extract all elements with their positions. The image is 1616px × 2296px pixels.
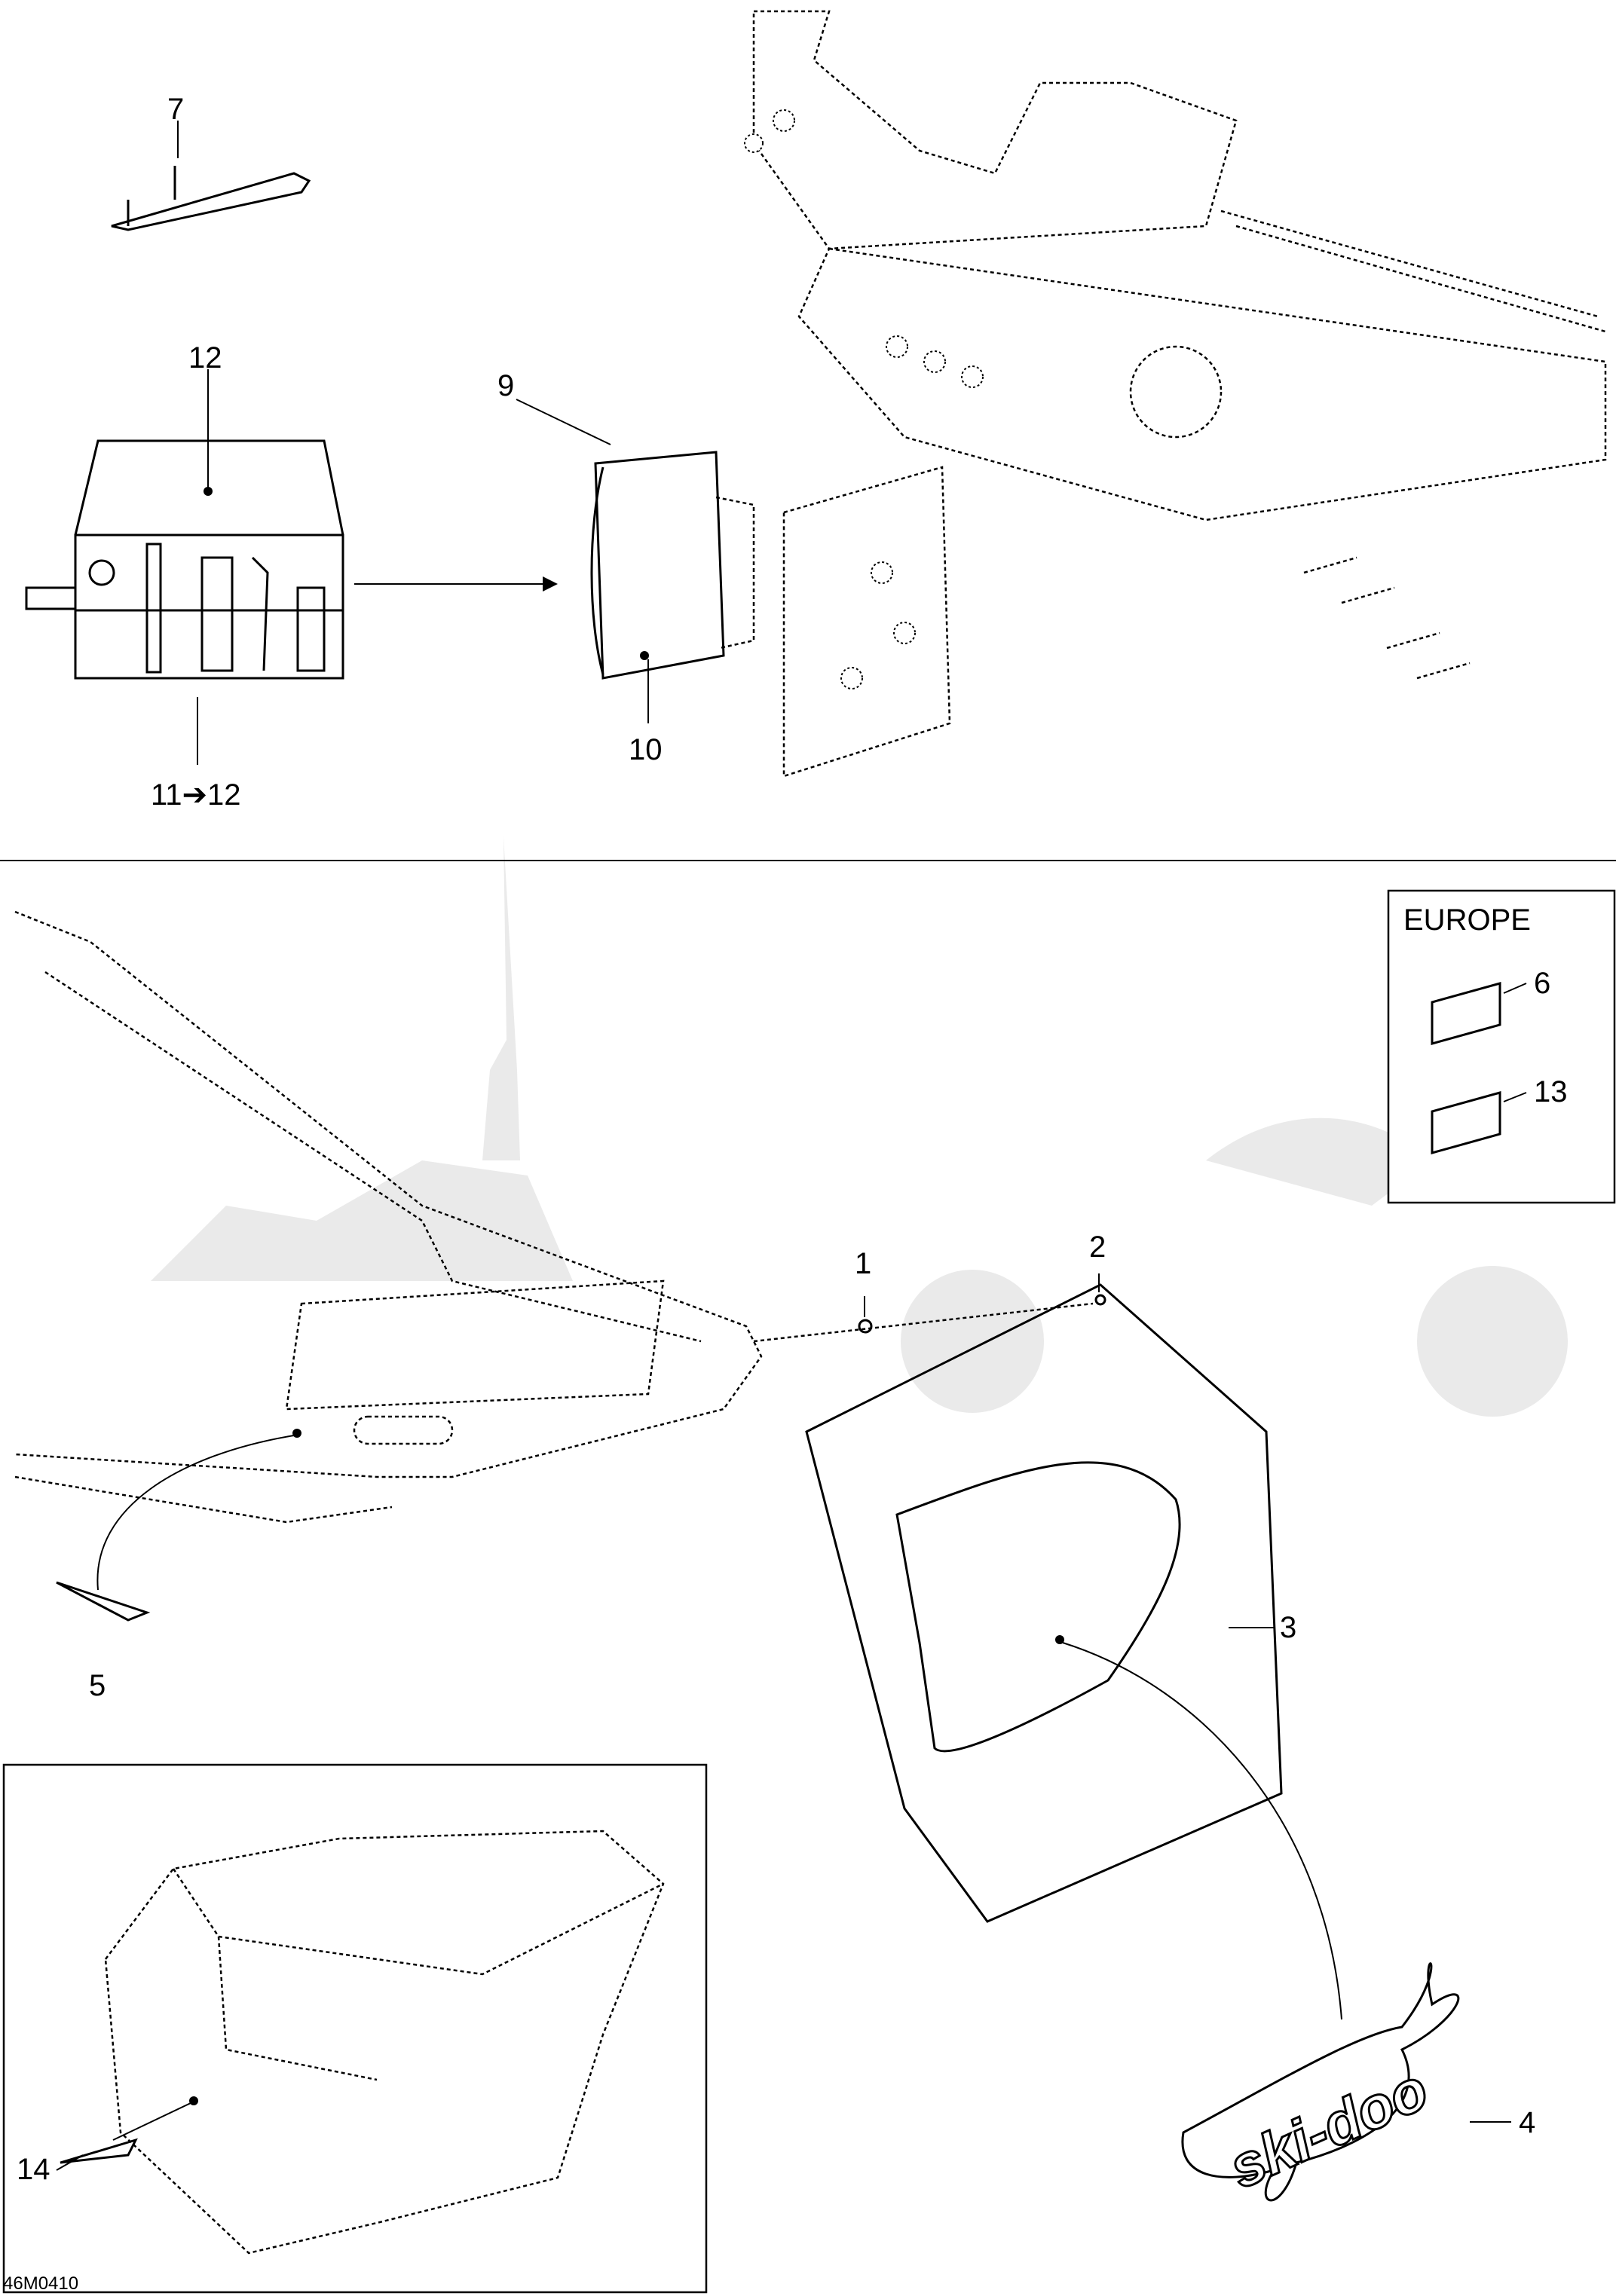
callout-1: 1: [855, 1247, 871, 1280]
callout-11-12: 11➔12: [151, 778, 241, 812]
windshield-part-3: [805, 1283, 1342, 2020]
hood-assembly: [14, 910, 763, 1622]
europe-box: [1387, 889, 1616, 1204]
callout-4: 4: [1519, 2106, 1535, 2139]
tool-kit-part-12: [25, 369, 558, 765]
callout-13: 13: [1534, 1075, 1568, 1108]
decal-part-4: ski-doo: [1181, 1962, 1511, 2202]
callout-9: 9: [497, 369, 514, 402]
belly-pan-inset: [2, 1763, 708, 2294]
callout-12: 12: [188, 341, 222, 375]
hardware-1-2: [753, 1273, 1106, 1343]
bracket-part-7: [111, 121, 311, 231]
callout-5: 5: [89, 1669, 106, 1702]
callout-14: 14: [17, 2153, 50, 2186]
callout-10: 10: [629, 733, 663, 766]
frame-assembly: [744, 10, 1607, 778]
decal-text: ski-doo: [1220, 2056, 1437, 2201]
region-label-europe: EUROPE: [1403, 903, 1531, 937]
callout-6: 6: [1534, 967, 1550, 1000]
diagram-code: 46M0410: [3, 2273, 78, 2294]
watermark: [151, 836, 1568, 1417]
callout-7: 7: [167, 93, 184, 126]
holder-part-9-10: [516, 399, 755, 723]
callout-2: 2: [1089, 1231, 1106, 1264]
callout-3: 3: [1280, 1611, 1296, 1644]
